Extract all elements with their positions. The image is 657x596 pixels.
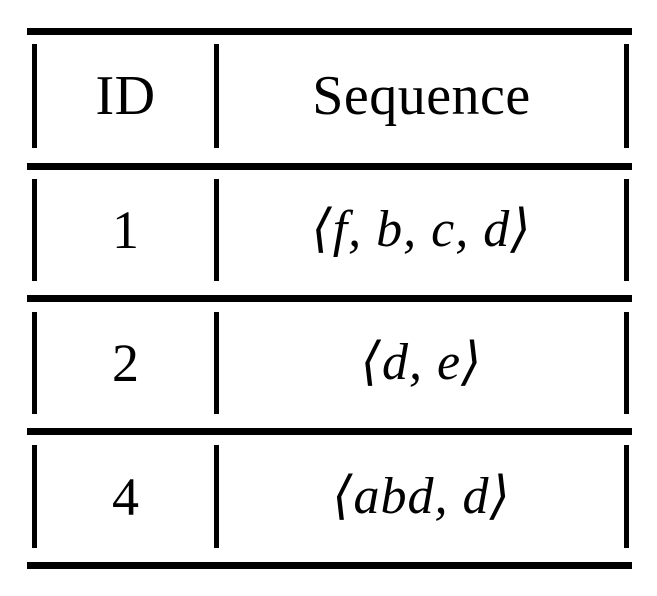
header-cell-sequence: Sequence (219, 42, 624, 150)
sequence-table: ID Sequence 1 ⟨f, b, c, d⟩ 2 (27, 28, 632, 570)
row-2-cell-sequence: ⟨d, e⟩ (219, 310, 624, 416)
header-right-bar (624, 44, 629, 148)
row-1-left-bar (32, 179, 37, 281)
row-1-sequence-value: ⟨f, b, c, d⟩ (311, 201, 532, 258)
row-1-right-bar (624, 179, 629, 281)
table-rule-below-row-1 (27, 295, 632, 302)
header-label-id: ID (95, 65, 156, 127)
row-3-left-bar (32, 445, 37, 548)
header-left-bar (32, 44, 37, 148)
row-2-middle-bar (214, 312, 219, 414)
row-1-cell-id: 1 (37, 177, 214, 283)
table-rule-top (27, 28, 632, 35)
row-1-middle-bar (214, 179, 219, 281)
row-1-id-value: 1 (112, 200, 139, 260)
table-rule-below-header (27, 163, 632, 170)
row-3-right-bar (624, 445, 629, 548)
row-2-right-bar (624, 312, 629, 414)
header-middle-bar (214, 44, 219, 148)
row-3-sequence-value: ⟨abd, d⟩ (332, 467, 511, 525)
row-2-left-bar (32, 312, 37, 414)
row-2-cell-id: 2 (37, 310, 214, 416)
row-2-id-value: 2 (112, 333, 139, 393)
row-2-sequence-value: ⟨d, e⟩ (360, 334, 483, 391)
row-3-id-value: 4 (112, 466, 139, 527)
table-rule-bottom (27, 562, 632, 569)
header-label-sequence: Sequence (312, 65, 531, 127)
table-rule-below-row-2 (27, 428, 632, 435)
row-3-cell-id: 4 (37, 443, 214, 550)
row-3-cell-sequence: ⟨abd, d⟩ (219, 443, 624, 550)
row-1-cell-sequence: ⟨f, b, c, d⟩ (219, 177, 624, 283)
row-3-middle-bar (214, 445, 219, 548)
header-cell-id: ID (37, 42, 214, 150)
